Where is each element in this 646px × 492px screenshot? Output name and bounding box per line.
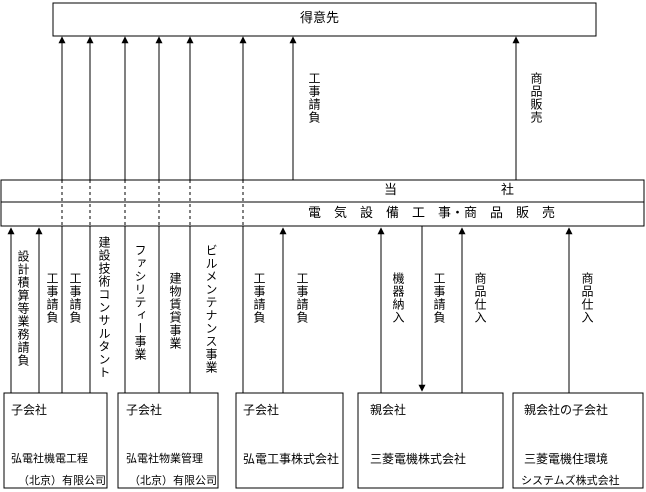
flow-label-work-1: 工事請負 — [45, 272, 59, 324]
flow-label-consult: 建設技術コンサルタント — [97, 236, 111, 379]
entity-1-name: 弘電社機電工程 — [11, 452, 88, 465]
entity-4-name: 三菱電機株式会社 — [370, 452, 467, 466]
entity-box-1 — [3, 392, 108, 489]
company-business: 電 気 設 備 工 事・商 品 販 売 — [308, 206, 556, 221]
entity-2-relation: 子会社 — [126, 403, 163, 417]
company-band — [0, 179, 645, 227]
flow-label-work-3: 工事請負 — [252, 272, 266, 324]
flow-label-facility: ファシリティー事業 — [133, 244, 147, 361]
entity-5-name: 三菱電機住環境 — [524, 452, 609, 466]
entity-3-relation: 子会社 — [243, 403, 280, 417]
upper-flow-label-sales: 商品販売 — [529, 72, 543, 124]
entity-2-name2: （北京）有限公司 — [129, 474, 217, 487]
entity-box-5 — [512, 392, 644, 489]
entity-3-name: 弘電工事株式会社 — [243, 452, 340, 466]
customer-label: 得意先 — [300, 11, 340, 26]
customer-box — [52, 2, 597, 37]
entity-5-relation: 親会社の子会社 — [524, 403, 609, 417]
entity-1-relation: 子会社 — [11, 403, 48, 417]
upper-flow-label-work: 工事請負 — [307, 72, 321, 124]
flow-label-rental: 建物賃貸事業 — [168, 272, 182, 350]
entity-5-name2: システムズ株式会社 — [521, 474, 620, 487]
flow-label-goods-1: 商品仕入 — [473, 272, 487, 324]
entity-box-3 — [235, 392, 344, 489]
entity-2-name: 弘電社物業管理 — [126, 452, 203, 465]
entity-box-4 — [357, 392, 504, 489]
entity-1-name2: （北京）有限公司 — [18, 474, 106, 487]
flow-label-work-2: 工事請負 — [68, 272, 82, 324]
flow-label-work-4: 工事請負 — [295, 272, 309, 324]
flow-label-equipment: 機器納入 — [391, 272, 405, 324]
entity-4-relation: 親会社 — [370, 403, 407, 417]
flow-label-design: 設計積算等業務請負 — [16, 250, 30, 367]
flow-label-goods-2: 商品仕入 — [580, 272, 594, 324]
company-name: 当 社 — [384, 183, 515, 198]
entity-box-2 — [117, 392, 219, 489]
flow-label-work-5: 工事請負 — [432, 272, 446, 324]
pass-through-dashes — [61, 180, 244, 226]
flow-label-maintenance: ビルメンテナンス事業 — [204, 244, 218, 374]
